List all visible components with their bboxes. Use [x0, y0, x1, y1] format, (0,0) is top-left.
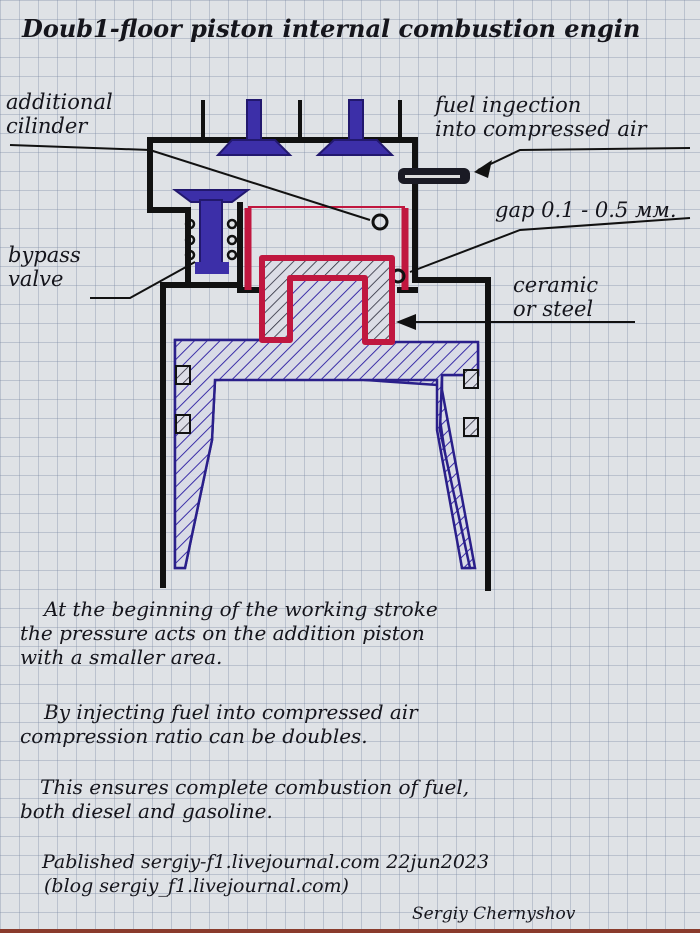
paragraph-1-line2: the pressure acts on the addition piston — [20, 621, 425, 645]
label-bypass-valve: bypass valve — [8, 243, 81, 291]
footer-published-line: Pablished sergiy-f1.livejournal.com 22ju… — [42, 851, 490, 873]
label-additional-cylinder-line1: additional — [6, 90, 113, 114]
paragraph-1-line1: At the beginning of the working stroke — [44, 597, 438, 621]
leader-lines — [9, 144, 691, 323]
paragraph-3-line2: both diesel and gasoline. — [20, 799, 273, 823]
paragraph-1-line3: with a smaller area. — [20, 645, 223, 669]
label-bypass-valve-line2: valve — [8, 267, 64, 291]
label-fuel-injection-line1: fuel ingection — [435, 93, 582, 117]
label-bypass-valve-line1: bypass — [8, 243, 81, 267]
paragraph-3: This ensures complete combustion of fuel… — [20, 775, 469, 823]
footer-blog-line: (blog sergiy_f1.livejournal.com) — [44, 875, 349, 897]
fuel-injector — [398, 168, 470, 184]
paragraph-3-line1: This ensures complete combustion of fuel… — [40, 775, 470, 799]
paragraph-1: At the beginning of the working stroke t… — [20, 597, 438, 669]
paragraph-2: By injecting fuel into compressed air co… — [20, 700, 418, 748]
label-gap: gap 0.1 - 0.5 мм. — [495, 198, 677, 222]
author-signature: Sergiy Chernyshov — [412, 904, 576, 924]
diagram-title: Doub1-floor piston internal combustion e… — [22, 14, 641, 43]
label-additional-cylinder: additional cilinder — [6, 90, 113, 138]
head-posts — [201, 100, 402, 140]
label-fuel-injection-line2: into compressed air — [435, 117, 647, 141]
label-fuel-injection: fuel ingection into compressed air — [435, 93, 647, 141]
cylinder-head — [147, 137, 491, 591]
piston-rings — [175, 365, 479, 437]
paragraph-2-line2: compression ratio can be doubles. — [20, 724, 368, 748]
bypass-valve — [172, 189, 251, 274]
label-ceramic: ceramic or steel — [513, 273, 598, 321]
label-additional-cylinder-line2: cilinder — [6, 114, 88, 138]
footer-published: Pablished sergiy-f1.livejournal.com 22ju… — [20, 850, 489, 898]
label-ceramic-line2: or steel — [513, 297, 594, 321]
ceramic-crown — [259, 255, 395, 345]
arrowheads — [396, 160, 492, 330]
label-ceramic-line1: ceramic — [513, 273, 599, 297]
paragraph-2-line1: By injecting fuel into compressed air — [44, 700, 418, 724]
head-valves — [215, 99, 395, 156]
page-edge — [0, 929, 700, 933]
